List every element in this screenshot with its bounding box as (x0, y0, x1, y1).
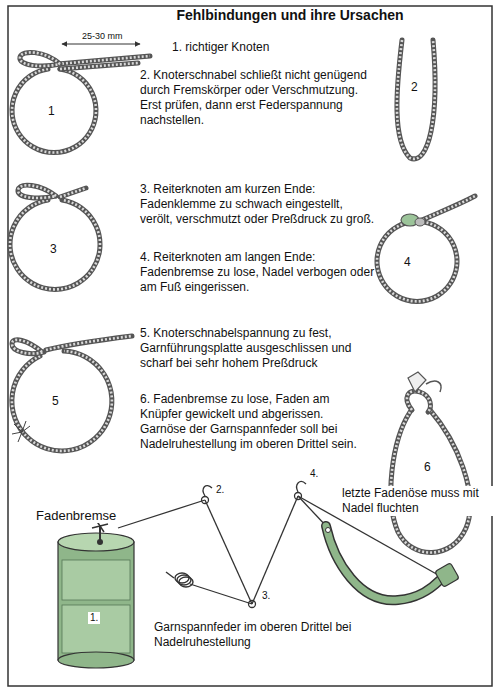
spring (166, 572, 193, 587)
part-label: Fadenbremse (34, 508, 118, 523)
rope-loop-1 (12, 52, 150, 152)
note: 5. Knoterschnabelspannung zu fest, Garnf… (140, 326, 372, 371)
title: Fehlbindungen und ihre Ursachen (150, 8, 430, 23)
note: Garnspannfeder im oberen Drittel bei Nad… (152, 620, 366, 650)
rope-loop-4 (377, 196, 475, 301)
note: 6. Fadenbremse zu lose, Faden am Knüpfer… (140, 392, 372, 452)
callout-number: 1. (88, 612, 100, 624)
note: 4. Reiterknoten am langen Ende: Fadenbre… (140, 250, 376, 295)
note: letzte Fadenöse muss mit Nadel fluchten (340, 486, 494, 516)
callout-number: 1 (48, 104, 55, 119)
dimension-line (62, 44, 140, 45)
dimension: 25-30 mm (80, 30, 125, 42)
callout-number: 4 (404, 255, 411, 270)
rope-loop-6 (391, 372, 470, 553)
rope-loop-3 (10, 185, 100, 289)
caption: 1. richtiger Knoten (172, 40, 269, 55)
rope-loop-2 (397, 40, 435, 159)
callout-number: 3. (260, 590, 272, 602)
note: 2. Knoterschnabel schließt nicht genügen… (140, 68, 372, 128)
callout-number: 2. (214, 484, 226, 496)
callout-number: 5 (52, 394, 59, 409)
needle (326, 526, 460, 600)
callout-number: 2 (411, 80, 418, 95)
callout-number: 4. (308, 468, 320, 480)
callout-number: 6 (424, 460, 431, 475)
note: 3. Reiterknoten am kurzen Ende: Fadenkle… (140, 182, 376, 227)
thread-brake (58, 520, 134, 668)
callout-number: 3 (50, 242, 57, 257)
rope-loop-5 (12, 336, 132, 451)
frame (8, 6, 492, 686)
